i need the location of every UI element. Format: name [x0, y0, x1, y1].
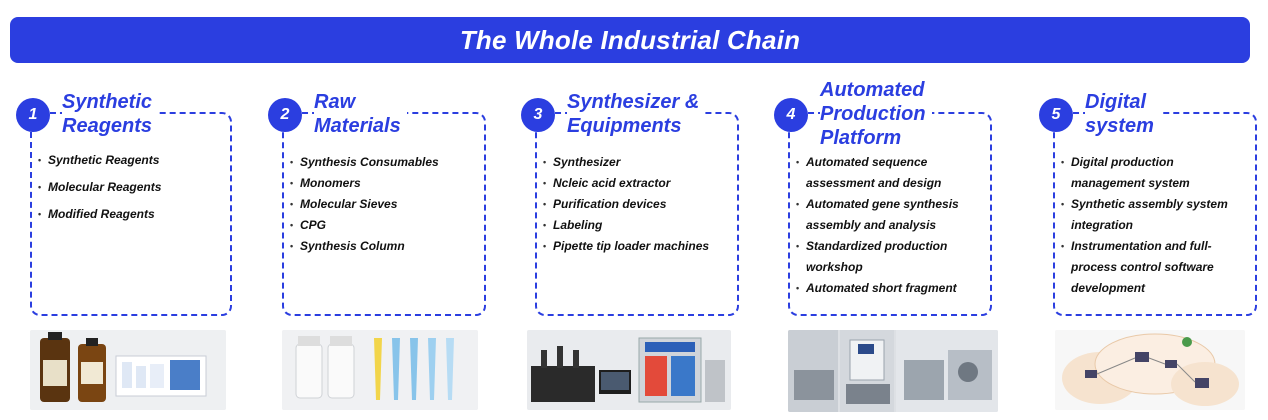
- vials-and-columns-photo: [282, 330, 478, 410]
- list-item: Synthesizer: [543, 152, 713, 173]
- list-item: Automated gene synthesis assembly and an…: [796, 194, 984, 236]
- column-title-line: Platform: [820, 127, 902, 149]
- item-list: Automated sequence assessment and design…: [796, 152, 984, 299]
- column-header: 3 Synthesizer & Equipments: [521, 78, 721, 138]
- synthesizer-equipment-photo: [527, 330, 731, 410]
- automated-platform-photo: [788, 330, 998, 412]
- column-title-line: Materials: [314, 115, 401, 137]
- column-title: Raw Materials: [314, 90, 407, 138]
- column-title-line: Reagents: [62, 115, 153, 137]
- reagent-bottles-photo: [30, 330, 226, 410]
- step-number-badge: 2: [268, 98, 302, 132]
- item-list: Digital production management system Syn…: [1061, 152, 1241, 299]
- column-header: 5 Digital system: [1039, 78, 1239, 138]
- header-banner: The Whole Industrial Chain: [10, 17, 1250, 63]
- list-item: Labeling: [543, 215, 713, 236]
- column-title-line: Synthetic: [62, 91, 153, 113]
- column-title-line: Raw: [314, 91, 356, 113]
- list-item: Synthetic Reagents: [38, 150, 226, 171]
- column-title: Automated Production Platform: [820, 78, 932, 150]
- list-item: Synthetic assembly system integration: [1061, 194, 1241, 236]
- list-item: Modified Reagents: [38, 204, 226, 225]
- column-title-line: Production: [820, 103, 926, 125]
- column-title: Synthesizer & Equipments: [567, 90, 706, 138]
- list-item: Molecular Sieves: [290, 194, 478, 215]
- column-title-line: Equipments: [567, 115, 682, 137]
- list-item: Purification devices: [543, 194, 713, 215]
- chain-column-automated-production-platform: 4 Automated Production Platform Automate…: [774, 78, 998, 418]
- list-item: Digital production management system: [1061, 152, 1241, 194]
- column-header: 2 Raw Materials: [268, 78, 468, 138]
- chain-column-synthetic-reagents: 1 Synthetic Reagents Synthetic Reagents …: [16, 78, 234, 418]
- column-title-line: Synthesizer &: [567, 91, 700, 113]
- list-item: Synthesis Column: [290, 236, 478, 257]
- item-list: Synthetic Reagents Molecular Reagents Mo…: [38, 150, 226, 225]
- column-header: 1 Synthetic Reagents: [16, 78, 216, 138]
- list-item: Pipette tip loader machines: [543, 236, 713, 257]
- list-item: Monomers: [290, 173, 478, 194]
- list-item: CPG: [290, 215, 478, 236]
- chain-column-synthesizer-equipments: 3 Synthesizer & Equipments Synthesizer N…: [521, 78, 739, 418]
- banner-title: The Whole Industrial Chain: [459, 24, 801, 55]
- list-item: Automated short fragment: [796, 278, 984, 299]
- column-title: Digital system: [1085, 90, 1160, 138]
- step-number-badge: 3: [521, 98, 555, 132]
- column-title-line: Digital: [1085, 91, 1147, 113]
- column-header: 4 Automated Production Platform: [774, 78, 974, 150]
- item-list: Synthesizer Ncleic acid extractor Purifi…: [543, 152, 713, 257]
- digital-system-diagram: [1055, 330, 1245, 410]
- step-number-badge: 4: [774, 98, 808, 132]
- column-title: Synthetic Reagents: [62, 90, 159, 138]
- list-item: Synthesis Consumables: [290, 152, 478, 173]
- list-item: Ncleic acid extractor: [543, 173, 713, 194]
- column-title-line: system: [1085, 115, 1154, 137]
- list-item: Standardized production workshop: [796, 236, 984, 278]
- list-item: Automated sequence assessment and design: [796, 152, 984, 194]
- list-item: Molecular Reagents: [38, 177, 226, 198]
- list-item: Instrumentation and full-process control…: [1061, 236, 1241, 299]
- chain-column-digital-system: 5 Digital system Digital production mana…: [1039, 78, 1257, 418]
- item-list: Synthesis Consumables Monomers Molecular…: [290, 152, 478, 257]
- chain-column-raw-materials: 2 Raw Materials Synthesis Consumables Mo…: [268, 78, 486, 418]
- step-number-badge: 1: [16, 98, 50, 132]
- step-number-badge: 5: [1039, 98, 1073, 132]
- column-title-line: Automated: [820, 79, 925, 101]
